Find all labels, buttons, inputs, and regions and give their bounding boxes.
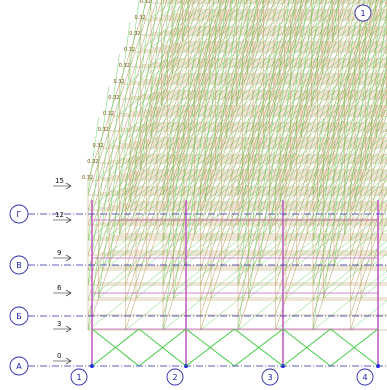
axis-label: В: [16, 261, 22, 270]
load-value: 0.32: [82, 175, 93, 181]
load-value: 0.32: [135, 15, 146, 21]
level-marker-0: 0: [53, 352, 71, 364]
load-value: 0.32: [93, 143, 104, 149]
level-marker-3: 3: [53, 320, 71, 332]
level-value: 9: [57, 249, 61, 257]
row-axis-A[interactable]: А: [10, 357, 387, 375]
axis-label: А: [16, 362, 22, 371]
axis-label: 4: [362, 373, 367, 382]
top-axis-marker[interactable]: 1: [355, 5, 371, 21]
load-value: 0.32: [114, 79, 125, 85]
column-axis-4[interactable]: 4: [357, 369, 373, 385]
load-value: 0.32: [129, 31, 140, 37]
level-value: 0: [57, 352, 61, 360]
level-marker-6: 6: [53, 284, 71, 296]
level-marker-9: 9: [53, 249, 71, 261]
load-value: 0.32: [140, 0, 151, 5]
axis-label: Г: [17, 210, 22, 219]
axis-label: Б: [16, 312, 22, 321]
column-axis-1[interactable]: 1: [71, 369, 87, 385]
row-axis-V[interactable]: В: [10, 256, 387, 274]
load-value: 0.32: [103, 111, 114, 117]
axis-label: 2: [172, 373, 177, 382]
axis-label: 3: [267, 373, 272, 382]
level-value: 3: [57, 320, 61, 328]
level-value: 15: [55, 177, 64, 185]
load-value: 0.32: [108, 95, 119, 101]
column-axis-3[interactable]: 3: [262, 369, 278, 385]
level-marker-15: 15: [53, 177, 71, 189]
axis-label: 1: [360, 9, 365, 18]
truss-chord: [351, 0, 387, 255]
column-axis-2[interactable]: 2: [167, 369, 183, 385]
level-value: 12: [55, 211, 64, 219]
load-value: 0.32: [87, 159, 98, 165]
level-value: 6: [57, 284, 62, 292]
load-value: 0.32: [124, 47, 135, 53]
load-value: 0.32: [119, 63, 130, 69]
axis-label: 1: [76, 373, 81, 382]
level-marker-12: 12: [53, 211, 71, 223]
load-value: 0.32: [98, 127, 109, 133]
row-axis-B[interactable]: Б: [10, 307, 387, 325]
